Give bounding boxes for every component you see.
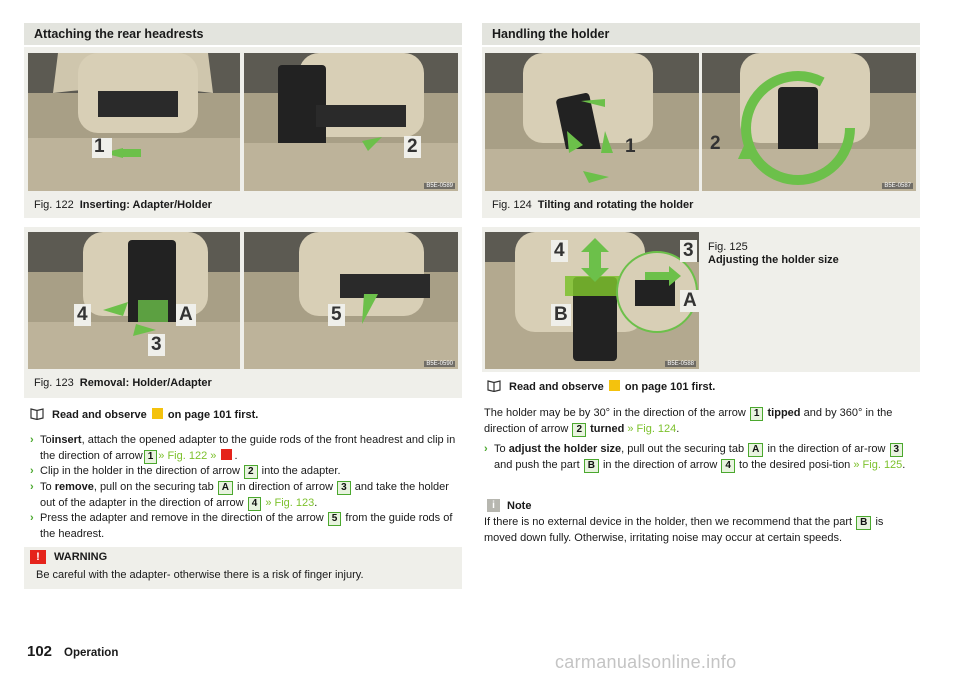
figure-122-code: B5E-0589 (424, 183, 455, 189)
marker-4: 4 (551, 240, 568, 262)
figure-125-caption: Fig. 125 Adjusting the holder size (708, 241, 839, 267)
figure-label: Fig. 125 (708, 241, 748, 253)
bullet-adjust: › To adjust the holder size, pull out th… (484, 443, 906, 473)
figure-122-photo-left: 1 (28, 53, 240, 191)
read-observe-post: on page 101 first. (167, 409, 259, 421)
arrow-tag: 1 (143, 449, 158, 464)
warning-text: Be careful with the adapter- otherwise t… (36, 569, 364, 581)
figure-123-code: B5E-0590 (424, 361, 455, 367)
chevron-icon: › (30, 434, 34, 446)
warning-exclamation-icon: ! (30, 550, 46, 564)
book-icon (487, 380, 501, 392)
marker-1: 1 (94, 136, 105, 157)
info-icon: i (487, 499, 500, 512)
warning-title: ! WARNING (30, 550, 107, 564)
figure-label: Fig. 122 (34, 199, 74, 211)
figure-125-code: B5E-0588 (665, 361, 696, 367)
chevron-icon: › (484, 443, 488, 455)
section-header-attaching: Attaching the rear headrests (24, 23, 462, 45)
read-observe-post: on page 101 first. (624, 381, 716, 393)
figure-link[interactable]: » Fig. 124 (627, 422, 677, 435)
note-text: If there is no external device in the ho… (484, 516, 884, 544)
arrow-tag: 3 (337, 481, 351, 495)
figure-125: B5E-0588 4 3 A B Fig. 125 Adjusting the … (482, 227, 920, 372)
figure-124-code: B5E-0587 (882, 183, 913, 189)
marker-4: 4 (74, 304, 91, 326)
figure-title: Inserting: Adapter/Holder (79, 199, 212, 211)
marker-B: B (551, 304, 571, 326)
read-observe-right: Read and observe on page 101 first. (487, 380, 715, 396)
arrow-tag: 1 (749, 407, 764, 421)
arrow-tag: 4 (721, 458, 735, 473)
warning-icon (608, 380, 620, 391)
marker-3: 3 (680, 240, 697, 262)
chevron-icon: › (30, 512, 34, 524)
arrow-tag: 2 (244, 465, 258, 479)
footer-section: Operation (64, 647, 119, 659)
read-observe-left: Read and observe on page 101 first. (30, 408, 258, 424)
bullet-clip: › Clip in the holder in the direction of… (30, 464, 460, 480)
figure-link[interactable]: » Fig. 123 (265, 496, 315, 509)
tab-tag: A (217, 481, 233, 495)
bullet-press: › Press the adapter and remove in the di… (30, 512, 453, 540)
figure-124: 1 B5E-0587 2 Fig. 124 Tilting and rotatin… (482, 47, 920, 218)
section-header-handling: Handling the holder (482, 23, 920, 45)
read-observe-pre: Read and observe (509, 381, 604, 393)
figure-title: Removal: Holder/Adapter (79, 377, 212, 389)
figure-label: Fig. 123 (34, 377, 74, 389)
marker-3: 3 (148, 334, 165, 356)
figure-title: Tilting and rotating the holder (537, 199, 694, 211)
figure-link[interactable]: » Fig. 122 (158, 449, 208, 462)
figure-title: Adjusting the holder size (708, 254, 839, 266)
figure-124-caption: Fig. 124 Tilting and rotating the holder (492, 199, 693, 212)
page-footer: 102 Operation (27, 643, 118, 661)
chevron-icon: › (30, 481, 34, 493)
figure-123-caption: Fig. 123 Removal: Holder/Adapter (34, 377, 212, 390)
warning-icon (151, 408, 163, 419)
bullet-insert: › Toinsert, attach the opened adapter to… (30, 434, 456, 464)
figure-124-photo-left: 1 (485, 53, 699, 191)
marker-1: 1 (625, 136, 636, 157)
part-tag: B (583, 458, 599, 473)
figure-123-photo-left: 4 A 3 (28, 232, 240, 369)
figure-123: 4 A 3 B5E-0590 5 Fig. 123 Removal: Holder… (24, 227, 462, 398)
figure-122-photo-right: B5E-0589 2 (244, 53, 458, 191)
arrow-tag: 3 (889, 443, 904, 457)
page-number: 102 (27, 643, 53, 660)
warning-box: ! WARNING Be careful with the adapter- o… (24, 547, 462, 589)
figure-124-photo-right: B5E-0587 2 (702, 53, 916, 191)
figure-123-photo-right: B5E-0590 5 (244, 232, 458, 369)
read-observe-pre: Read and observe (52, 409, 147, 421)
marker-2: 2 (710, 133, 721, 154)
marker-2: 2 (404, 136, 421, 158)
marker-A: A (680, 290, 699, 312)
warning-icon (221, 448, 233, 460)
figure-label: Fig. 124 (492, 199, 532, 211)
figure-link[interactable]: » Fig. 125 (853, 458, 903, 471)
figure-125-photo: B5E-0588 4 3 A B (485, 232, 699, 369)
part-tag: B (856, 516, 872, 530)
note-title: i Note (487, 499, 531, 513)
bullet-remove: › To remove, pull on the securing tab A … (30, 481, 449, 511)
arrow-tag: 2 (572, 422, 586, 437)
arrow-tag: 4 (247, 496, 262, 511)
marker-5: 5 (328, 304, 345, 326)
book-icon (30, 408, 44, 420)
watermark: carmanualsonline.info (555, 652, 737, 672)
tab-tag: A (748, 443, 764, 457)
tilt-paragraph: The holder may be by 30° in the directio… (484, 407, 893, 437)
figure-122-caption: Fig. 122 Inserting: Adapter/Holder (34, 199, 212, 212)
figure-122: 1 B5E-0589 2 Fig. 122 Inserting: Adapter/… (24, 47, 462, 218)
chevron-icon: › (30, 465, 34, 477)
marker-A: A (176, 304, 196, 326)
arrow-tag: 5 (327, 512, 342, 526)
